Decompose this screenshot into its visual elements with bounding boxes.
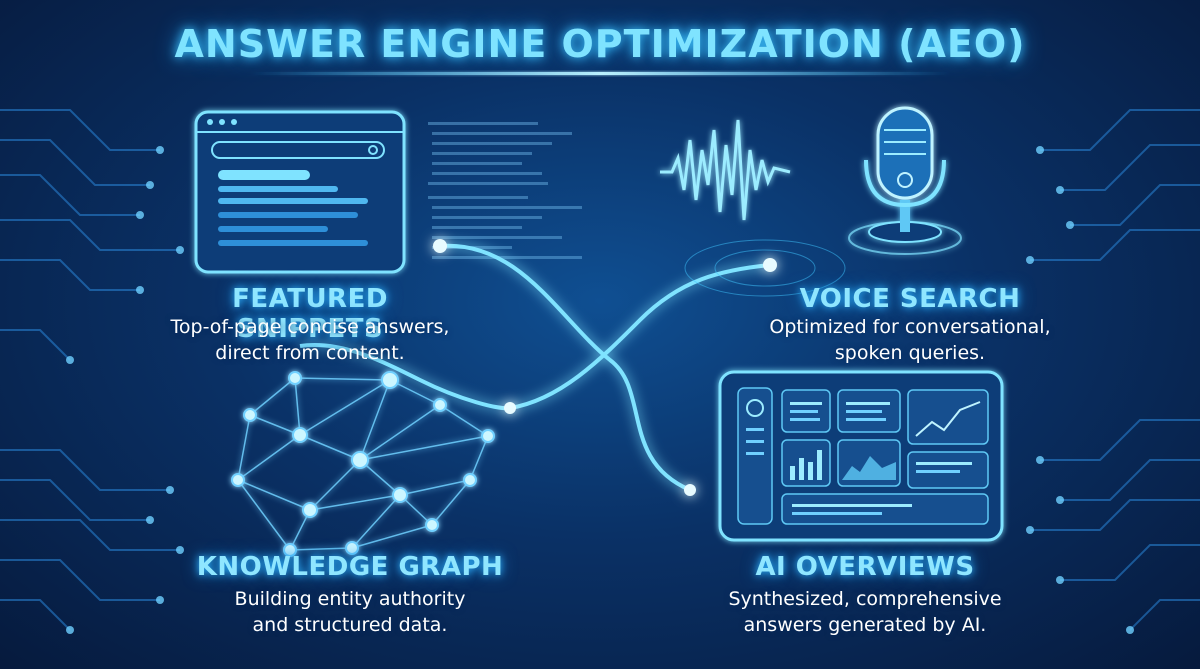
featured-snippets-desc-line-2: direct from content. — [215, 342, 405, 364]
sound-wave-icon — [660, 119, 791, 221]
circuit-traces-right — [1030, 109, 1200, 631]
featured-snippets-desc: Top-of-page concise answers, direct from… — [140, 314, 480, 366]
ai-overviews-desc-line-2: answers generated by AI. — [743, 614, 987, 636]
page-title: ANSWER ENGINE OPTIMIZATION (AEO) — [174, 22, 1026, 66]
knowledge-graph-heading: KNOWLEDGE GRAPH — [196, 552, 504, 582]
network-graph-icon — [231, 371, 495, 557]
knowledge-graph-desc-line-1: Building entity authority — [234, 588, 466, 610]
featured-snippets-heading: FEATURED SNIPPETS — [232, 284, 388, 344]
browser-window-icon — [194, 110, 406, 274]
knowledge-graph-desc-line-2: and structured data. — [252, 614, 448, 636]
voice-search-desc-line-1: Optimized for conversational, — [769, 316, 1051, 338]
circuit-traces-left — [0, 109, 180, 631]
code-lines-decoration — [428, 122, 582, 259]
knowledge-graph-desc: Building entity authority and structured… — [180, 586, 520, 638]
voice-search-desc: Optimized for conversational, spoken que… — [745, 314, 1075, 366]
voice-search-heading: VOICE SEARCH — [799, 284, 1021, 314]
connection-paths — [299, 243, 771, 492]
ai-overviews-heading: AI OVERVIEWS — [755, 552, 975, 582]
ai-overviews-desc: Synthesized, comprehensive answers gener… — [690, 586, 1040, 638]
microphone-icon — [848, 106, 962, 255]
featured-snippets-desc-line-1: Top-of-page concise answers, — [170, 316, 450, 338]
voice-search-desc-line-2: spoken queries. — [834, 342, 986, 364]
dashboard-icon — [718, 370, 1004, 542]
ai-overviews-desc-line-1: Synthesized, comprehensive — [728, 588, 1002, 610]
